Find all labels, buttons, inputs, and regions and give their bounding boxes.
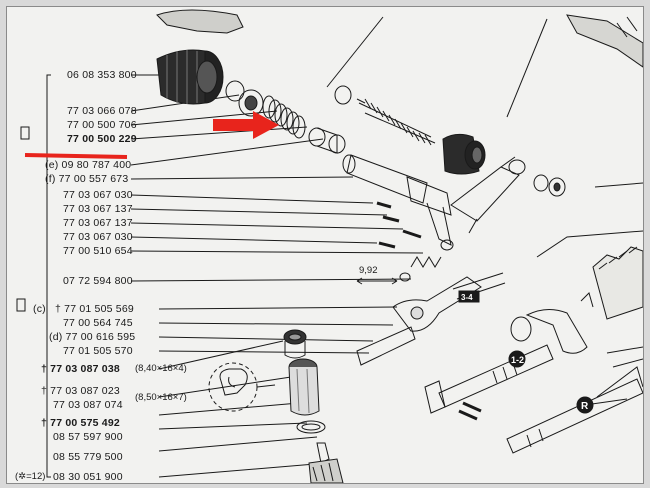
part-number-label: 77 03 066 078 [67, 105, 137, 117]
speedo-pinion-part [308, 442, 344, 483]
dimension-label: (8,40×16×4) [135, 363, 187, 374]
part-number-label: 77 03 067 030 [63, 189, 133, 201]
shift-fork-3-4-part [356, 272, 506, 366]
bushing-part [308, 127, 346, 154]
part-number-label: 77 01 505 570 [63, 345, 133, 357]
housing-line-4 [536, 230, 643, 258]
part-number-label: 06 08 353 800 [67, 69, 137, 81]
reverse-rod-part [506, 366, 643, 454]
leader-p15 [158, 336, 374, 342]
leader-p10 [130, 236, 378, 244]
leader-p21 [158, 422, 308, 430]
parts-catalogue-page: 1-2 R 3-4 06 08 353 800 77 03 066 078 77… [6, 6, 644, 484]
speedo-ring-part [296, 420, 326, 434]
leader-r [584, 398, 628, 406]
leader-p3 [130, 110, 278, 126]
part-number-label: 08 55 779 500 [53, 451, 123, 463]
gearbox-casing-top [156, 9, 643, 68]
part-number-label: 77 00 510 654 [63, 245, 133, 257]
leader-p8 [130, 208, 388, 216]
leader-p23 [158, 462, 328, 478]
long-spring-part [334, 85, 436, 146]
left-bracket [46, 74, 51, 478]
leader-p22 [158, 436, 318, 452]
housing-line-3 [594, 182, 643, 188]
selector-shaft-part [342, 154, 526, 251]
callout-1-2-marker [508, 350, 526, 368]
second-rubber-boot-part [442, 133, 486, 175]
callout-3-4-marker [458, 290, 480, 303]
gear-cluster-top-right [592, 246, 643, 368]
leader-p9 [130, 222, 404, 230]
leader-p7 [130, 194, 374, 204]
pins-parts [376, 201, 422, 249]
leader-p16 [158, 350, 370, 354]
highlight-arrow [213, 111, 279, 139]
small-spring-part [399, 256, 442, 282]
callout-3-4-label: 3-4 [461, 293, 473, 302]
leader-p4 [130, 126, 308, 140]
housing-line-1 [326, 16, 384, 88]
coil-spring-part [262, 95, 306, 139]
rubber-boot-part [156, 49, 224, 105]
nut-part [533, 174, 566, 197]
leader-p14 [158, 322, 394, 326]
part-number-label: † 77 03 087 038 [41, 363, 120, 375]
part-number-label: 77 03 087 074 [53, 399, 123, 411]
leader-p20 [158, 402, 300, 416]
group-c-label: (c) [33, 303, 46, 315]
callout-r-label: R [581, 401, 589, 412]
part-number-label: 08 30 051 900 [53, 471, 123, 483]
bearing-part [238, 89, 264, 117]
left-small-icon-1 [20, 126, 30, 140]
part-number-label-highlighted: 77 00 500 229 [67, 133, 137, 145]
part-number-label: (d) 77 00 616 595 [49, 331, 136, 343]
part-number-label: 08 57 597 900 [53, 431, 123, 443]
part-number-label: 77 03 067 137 [63, 203, 133, 215]
part-number-label: 77 00 564 745 [63, 317, 133, 329]
spring-length-label: 9,92 [359, 265, 378, 276]
leader-p13 [158, 306, 398, 310]
speedo-gear-bush-part [283, 329, 307, 359]
part-number-label: † 77 00 575 492 [41, 417, 120, 429]
part-number-label: † 77 03 087 023 [41, 385, 120, 397]
part-number-label: (f) 77 00 557 673 [45, 173, 129, 185]
tooth-count-label: (✲=12) [15, 471, 46, 482]
part-number-label: † 77 01 505 569 [55, 303, 134, 315]
part-number-label: (e) 09 80 787 400 [45, 159, 132, 171]
selector-rod-1-2-part [424, 344, 554, 421]
part-number-label: 77 00 500 706 [67, 119, 137, 131]
leader-p6 [130, 176, 354, 180]
highlight-underline [24, 153, 128, 159]
part-number-label: 77 03 067 030 [63, 231, 133, 243]
leader-p17 [158, 340, 284, 370]
leader-p5 [130, 138, 324, 166]
snap-ring-part [225, 80, 245, 102]
dimension-label: (8,50×16×7) [135, 392, 187, 403]
exploded-view-diagram: 1-2 R 3-4 [16, 9, 643, 483]
speedo-housing-part [288, 358, 320, 416]
leader-p11 [130, 250, 424, 254]
part-number-label: 07 72 594 800 [63, 275, 133, 287]
callout-1-2-label: 1-2 [511, 355, 524, 365]
spring-length-dimension [356, 277, 398, 285]
shift-fork-1-2-part [510, 292, 594, 354]
leader-p19 [158, 376, 292, 398]
part-number-label: 77 03 067 137 [63, 217, 133, 229]
o-ring-detail-callout [208, 362, 276, 412]
left-small-icon-2 [16, 298, 26, 312]
leader-p12 [130, 278, 412, 282]
housing-line-2 [506, 18, 548, 118]
